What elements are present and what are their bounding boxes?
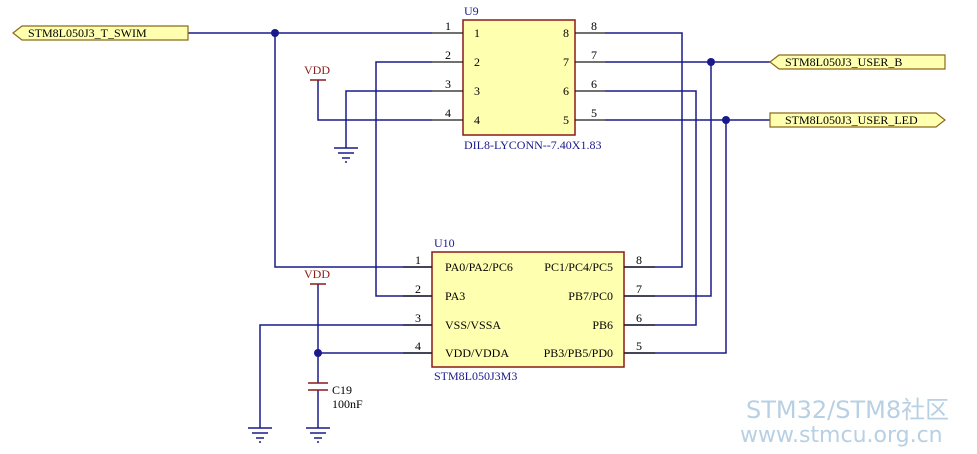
u10-pin-name: PB3/PB5/PD0: [544, 346, 613, 360]
port-user-b-shape: [769, 54, 946, 70]
port-swim-label: STM8L050J3_T_SWIM: [28, 26, 147, 40]
vdd-symbol-1: VDD: [304, 63, 330, 81]
u10-pin-number: 3: [415, 311, 421, 325]
c19-value: 100nF: [332, 397, 363, 411]
port-swim: STM8L050J3_T_SWIM: [12, 25, 189, 41]
port-user-led-label: STM8L050J3_USER_LED: [785, 113, 918, 127]
u10-designator: U10: [434, 236, 455, 250]
u9-pin-name: 5: [563, 113, 569, 127]
u9-footprint: DIL8-LYCONN--7.40X1.83: [464, 138, 601, 152]
u10-part-number: STM8L050J3M3: [434, 369, 517, 383]
u9-component: U9 1 2 3 4 8 7 6 5 1 2 3 4 8 7 6 5 DIL8-…: [432, 4, 605, 152]
u10-pin-name: VDD/VDDA: [445, 346, 509, 360]
u9-pin-number: 5: [591, 106, 597, 120]
c19-designator: C19: [332, 383, 352, 397]
u9-body: [462, 19, 576, 136]
junction-swim: [271, 29, 279, 37]
u9-pin-number: 8: [591, 19, 597, 33]
wire-pa3: [375, 61, 432, 297]
wire-net6: [605, 90, 697, 326]
u9-designator: U9: [464, 4, 479, 18]
u9-pin-name: 4: [474, 113, 480, 127]
u10-pin-name: VSS/VSSA: [445, 318, 501, 332]
port-swim-shape: [12, 25, 189, 41]
port-user-b: STM8L050J3_USER_B: [769, 54, 946, 70]
u10-component: U10 1 2 3 4 8 7 6 5 PA0/PA2/PC6 PA3 VSS/…: [403, 236, 655, 383]
watermark-url: www.stmcu.org.cn: [740, 423, 943, 448]
u10-pin-number: 2: [415, 282, 421, 296]
u9-pin-number: 6: [591, 77, 597, 91]
u9-pin-number: 4: [445, 106, 451, 120]
u9-pin-name: 7: [563, 55, 569, 69]
u9-pin-number: 1: [445, 19, 451, 33]
watermark: STM32/STM8社区 www.stmcu.org.cn: [740, 396, 949, 448]
u9-pin-name: 8: [563, 26, 569, 40]
wires: [188, 32, 770, 428]
junction-user-led: [722, 116, 730, 124]
ground-symbol-1: [334, 147, 358, 163]
u9-pin-name: 3: [474, 84, 480, 98]
u10-pin-number: 7: [636, 282, 642, 296]
u9-pin-name: 1: [474, 26, 480, 40]
u10-pin-name: PA3: [445, 289, 465, 303]
u10-body: [431, 251, 625, 368]
u9-pin-name: 6: [563, 84, 569, 98]
ground-symbol-2: [248, 427, 272, 443]
wire-swim-u10: [274, 33, 432, 268]
vdd-symbol-2: VDD: [304, 267, 330, 285]
port-user-led-shape: [769, 112, 946, 128]
wire-net8: [605, 32, 683, 268]
vdd-label: VDD: [304, 267, 330, 281]
ground-symbol-3: [306, 427, 330, 443]
u10-pin-name: PB7/PC0: [568, 289, 613, 303]
wire-net5: [624, 120, 727, 354]
junctions: [271, 29, 730, 357]
wire-u9-vdd: [317, 80, 432, 121]
u10-pin-number: 1: [415, 253, 421, 267]
wire-u10-gnd: [259, 324, 432, 428]
port-user-b-label: STM8L050J3_USER_B: [785, 55, 902, 69]
junction-user-b: [707, 58, 715, 66]
u10-pin-number: 6: [636, 311, 642, 325]
u10-pin-number: 5: [636, 339, 642, 353]
u10-pin-name: PA0/PA2/PC6: [445, 260, 513, 274]
watermark-title: STM32/STM8社区: [746, 396, 949, 424]
capacitor-c19: C19 100nF: [308, 382, 363, 411]
u9-pin-name: 2: [474, 55, 480, 69]
wire-u9-gnd: [345, 90, 432, 148]
u10-pin-number: 4: [415, 339, 421, 353]
junction-vdd: [314, 349, 322, 357]
u9-pin-number: 2: [445, 48, 451, 62]
u10-pin-name: PC1/PC4/PC5: [544, 260, 613, 274]
u9-pin-number: 7: [591, 48, 597, 62]
u10-pin-number: 8: [636, 253, 642, 267]
u10-pin-name: PB6: [592, 318, 613, 332]
vdd-label: VDD: [304, 63, 330, 77]
u9-pin-number: 3: [445, 77, 451, 91]
port-user-led: STM8L050J3_USER_LED: [769, 112, 946, 128]
